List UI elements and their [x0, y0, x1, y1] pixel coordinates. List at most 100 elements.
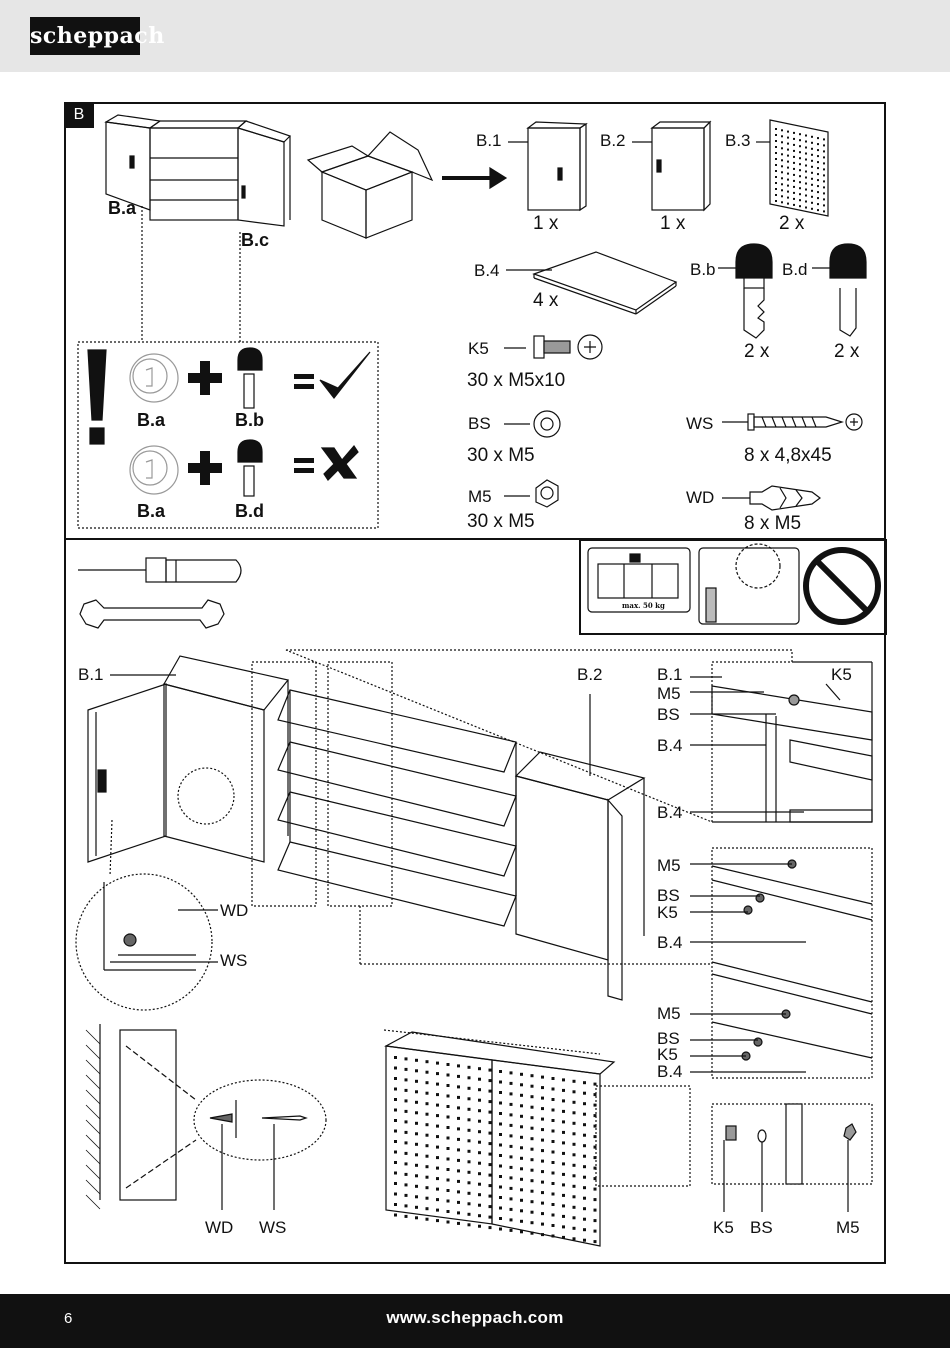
pegboard-hole — [775, 176, 777, 178]
pegboard-hole — [478, 1140, 481, 1144]
pegboard-hole — [572, 1090, 576, 1094]
pegboard-hole — [415, 1216, 418, 1220]
pegboard-hole — [562, 1109, 565, 1113]
pegboard-hole — [593, 1219, 597, 1223]
pegboard-hole — [467, 1170, 471, 1174]
pegboard-hole — [404, 1183, 408, 1187]
wall-hatch-line — [85, 1044, 101, 1060]
pegboard-hole — [446, 1073, 450, 1077]
pegboard-hole — [793, 179, 795, 182]
pegboard-hole — [805, 164, 807, 167]
safety-panel — [579, 539, 887, 635]
pegboard-hole — [457, 1137, 460, 1141]
pegboard-hole — [562, 1225, 565, 1229]
pegboard-hole — [415, 1100, 418, 1104]
pegboard-hole — [467, 1065, 471, 1069]
part-k5-label: K5 — [468, 339, 489, 358]
pegboard-hole — [572, 1237, 576, 1241]
pegboard-hole — [404, 1162, 408, 1166]
pegboard-hole — [415, 1132, 418, 1136]
pegboard-hole — [811, 165, 813, 168]
pegboard-hole — [509, 1092, 513, 1096]
pegboard-hole — [499, 1143, 502, 1147]
part-b1-drawing — [526, 121, 588, 212]
website-link[interactable]: www.scheppach.com — [386, 1308, 564, 1327]
pegboard-hole — [562, 1204, 565, 1208]
pegboard-hole — [572, 1195, 576, 1199]
checkmark-icon — [319, 351, 371, 399]
no-climbing-icon — [803, 547, 881, 625]
pegboard-hole — [787, 142, 789, 145]
pegboard-holes — [775, 128, 825, 213]
screwdriver-icon — [78, 557, 242, 583]
pegboard-hole — [541, 1128, 544, 1132]
assembly-left-cabinet — [87, 655, 290, 863]
pegboard-hole — [415, 1153, 418, 1157]
pegboard-hole — [805, 146, 807, 149]
pegboard-hole — [415, 1058, 418, 1062]
key-check-lock-1: B.a — [137, 410, 166, 430]
pegboard-hole — [811, 207, 813, 210]
pegboard-hole — [805, 182, 807, 185]
pegboard-hole — [811, 147, 813, 150]
pegboard-hole — [425, 1175, 429, 1179]
pegboard-hole — [499, 1164, 502, 1168]
pegboard-hole — [551, 1098, 555, 1101]
pegboard-hole — [457, 1190, 460, 1194]
pegboard-hole — [415, 1142, 418, 1146]
pegboard-hole — [488, 1163, 492, 1167]
pegboard-hole — [394, 1056, 397, 1059]
pegboard-hole — [593, 1187, 597, 1191]
pegboard-hole — [817, 161, 819, 164]
pegboard-hole — [530, 1179, 534, 1183]
pegboard-hole — [562, 1151, 565, 1155]
callout1-b4-label-2: B.4 — [657, 803, 683, 822]
pegboard-hole — [793, 197, 795, 200]
assembly-right-cabinet — [514, 751, 646, 1001]
pegboard-hole — [811, 159, 813, 162]
part-bs-label: BS — [468, 414, 491, 433]
section-divider — [64, 538, 886, 540]
pegboard-hole — [446, 1157, 450, 1161]
pegboard-hole — [541, 1201, 544, 1205]
pegboard-hole — [583, 1175, 586, 1179]
pegboard-hole — [793, 149, 795, 152]
pegboard-hole — [425, 1070, 429, 1074]
pegboard-hole — [593, 1229, 597, 1233]
pegboard-hole — [394, 1161, 397, 1164]
pegboard-hole — [436, 1072, 439, 1076]
pegboard-hole — [562, 1120, 565, 1124]
pegboard-hole — [583, 1123, 586, 1127]
pegboard-hole — [467, 1202, 471, 1206]
pegboard-hole — [793, 137, 795, 140]
wall-hatch-line — [85, 1104, 101, 1120]
pegboard-hole — [793, 131, 795, 134]
pegboard-hole — [799, 193, 801, 196]
pegboard-hole — [457, 1179, 460, 1183]
pegboard-hole — [488, 1142, 492, 1146]
pegboard-hole — [823, 144, 825, 147]
wall-hatch-line — [85, 1074, 101, 1090]
pegboard-hole — [425, 1165, 429, 1169]
pegboard-hole — [404, 1099, 408, 1103]
pegboard-hole — [793, 143, 795, 146]
pegboard-hole — [467, 1118, 471, 1122]
pegboard-hole — [394, 1182, 397, 1185]
pegboard-hole — [394, 1119, 397, 1122]
assembly-leader-lines — [110, 674, 849, 1212]
pegboard-hole — [436, 1135, 439, 1139]
wall-hatch-line — [85, 1029, 101, 1045]
pegboard-hole — [562, 1130, 565, 1134]
pegboard-hole — [572, 1205, 576, 1209]
callout1-detail — [711, 685, 873, 823]
pegboard-bs-label: BS — [750, 1218, 773, 1237]
pegboard-hole — [415, 1195, 418, 1199]
pegboard-hole — [775, 170, 777, 172]
callout3-b4-label: B.4 — [657, 1062, 683, 1081]
pegboard-hole — [775, 128, 777, 130]
key-check-key-1: B.b — [235, 410, 264, 430]
pegboard-hole — [775, 146, 777, 148]
pegboard-hole — [509, 1197, 513, 1201]
part-b4-label: B.4 — [474, 261, 500, 280]
pegboard-hole — [436, 1124, 439, 1128]
